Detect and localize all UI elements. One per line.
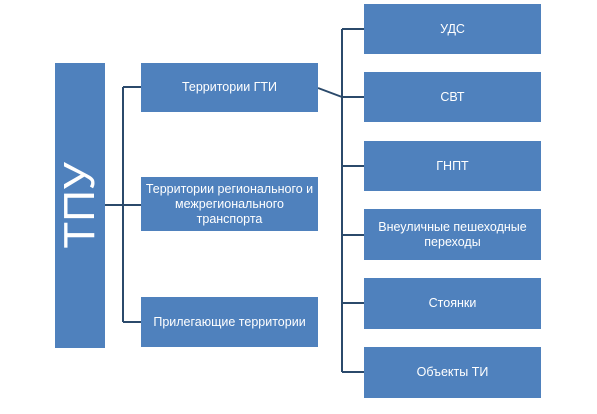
subitem-node-gnpt: ГНПТ [364, 141, 541, 191]
category-node-gti: Территории ГТИ [141, 63, 318, 112]
subitem-node-label: УДС [440, 21, 465, 36]
subitem-node-label: Объекты ТИ [416, 365, 489, 379]
category-node-adjacent-territories: Прилегающие территории [141, 297, 318, 347]
category-node-label: Прилегающие территории [153, 314, 306, 329]
category-node-regional-transport: Территории регионального и межрегиональн… [141, 177, 318, 231]
subitem-node-label: СВТ [440, 89, 465, 104]
category-node-label: Территории регионального и межрегиональн… [145, 181, 314, 226]
subitem-node-label: Внеуличные пешеходные переходы [378, 219, 527, 249]
subitem-node-label: ГНПТ [436, 158, 469, 173]
subitem-node-parking: Стоянки [364, 278, 541, 329]
root-node: ТПУ [55, 63, 105, 348]
root-node-label: ТПУ [54, 162, 104, 249]
category-node-label: Территории ГТИ [181, 80, 278, 94]
subitem-node-pedestrian-crossings: Внеуличные пешеходные переходы [364, 209, 541, 260]
subitem-node-uds: УДС [364, 4, 541, 54]
subitem-connector [317, 87, 343, 98]
subitem-node-svt: СВТ [364, 72, 541, 122]
subitem-node-ti-objects: Объекты ТИ [364, 347, 541, 398]
subitem-node-label: Стоянки [428, 296, 477, 310]
